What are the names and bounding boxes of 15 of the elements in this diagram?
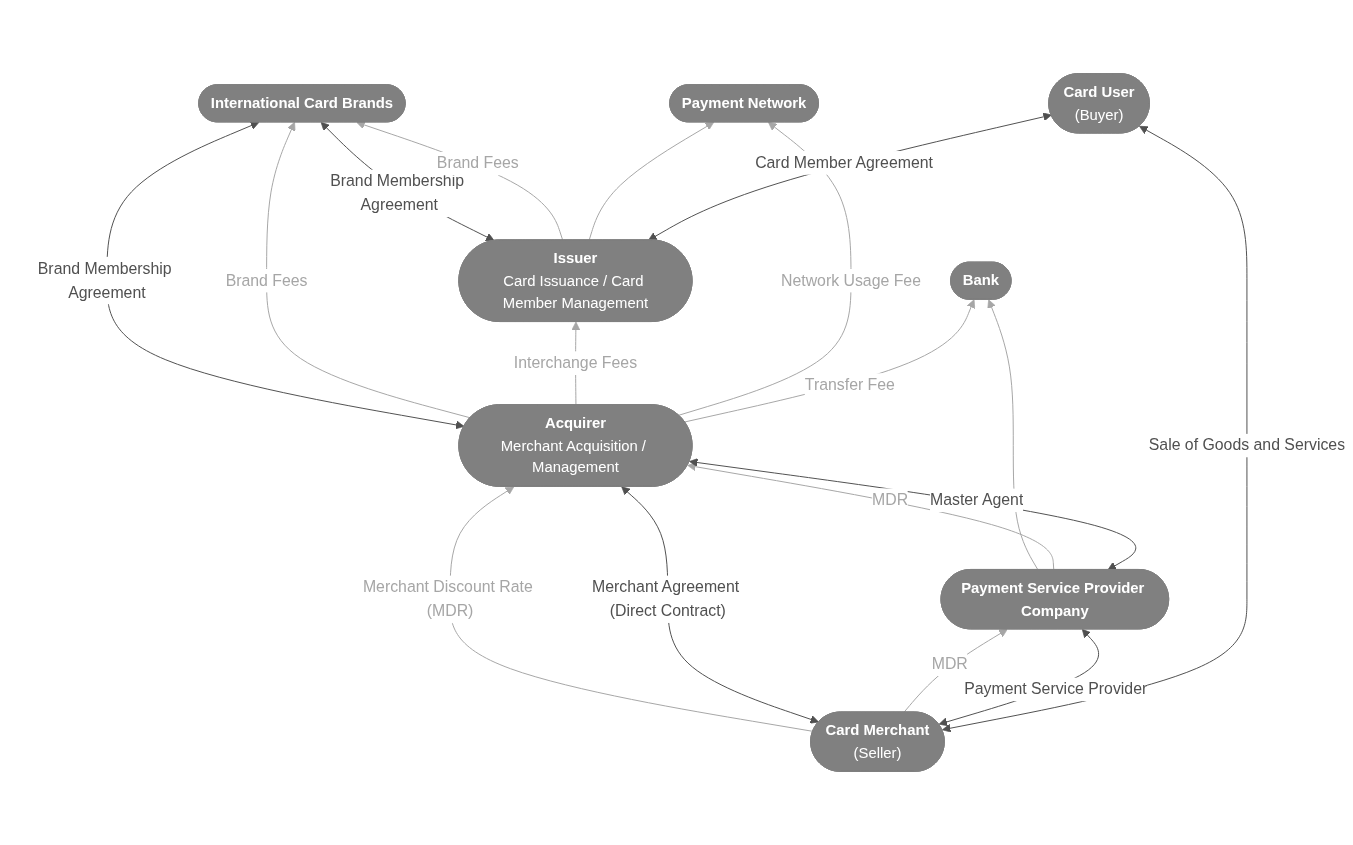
edge-label: Merchant Agreement (Direct Contract)	[592, 578, 740, 619]
edge-label: Brand Fees	[225, 271, 308, 289]
edge-label: MDR	[931, 655, 968, 673]
edge-label: MDR	[872, 491, 909, 509]
edge-label: Interchange Fees	[513, 354, 638, 372]
edge-label: Network Usage Fee	[781, 271, 921, 289]
edge-label: Merchant Discount Rate (MDR)	[362, 578, 533, 619]
edge-label: Transfer Fee	[804, 376, 895, 394]
edge-label: Brand Fees	[436, 154, 519, 172]
edge-label: Brand Membership Agreement	[330, 172, 464, 214]
edge-label: Sale of Goods and Services	[1148, 436, 1346, 454]
edge-label: Card Member Agreement	[755, 154, 933, 171]
edge-label: Master Agent	[929, 491, 1024, 509]
edge-label: Payment Service Provider	[964, 680, 1148, 698]
edge-label: Brand Membership Agreement	[37, 259, 172, 301]
